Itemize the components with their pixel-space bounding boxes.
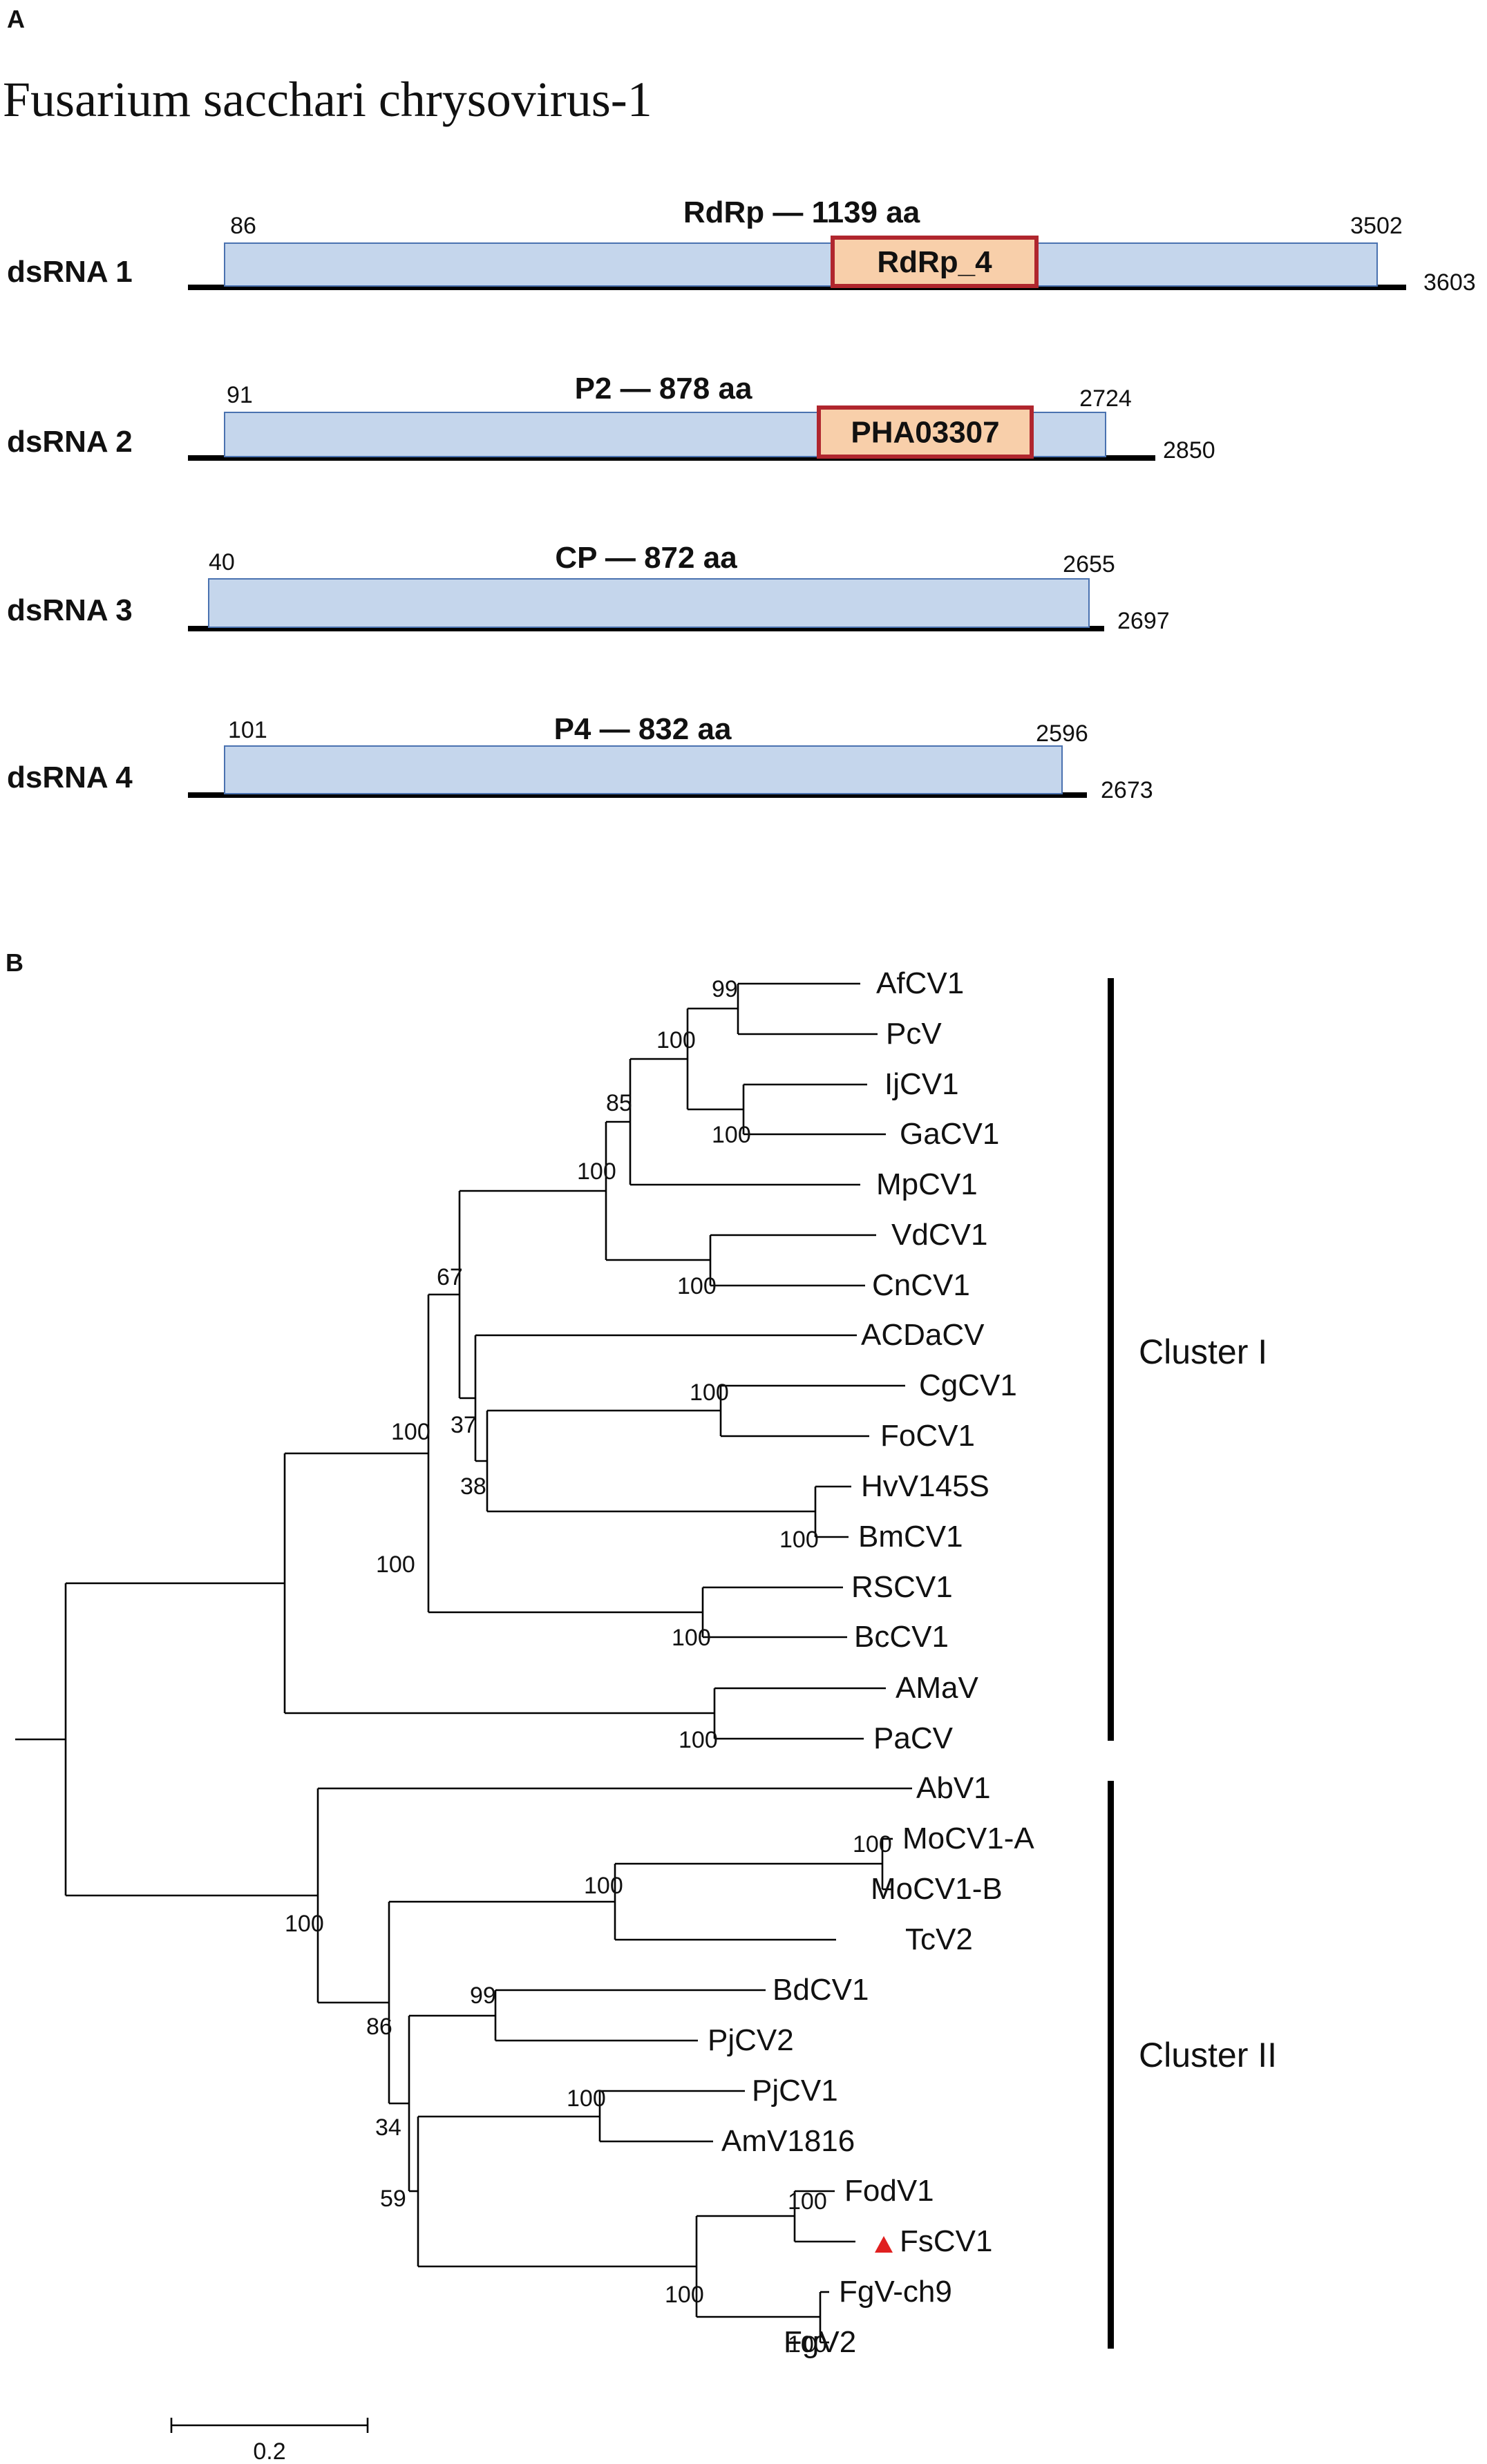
taxon-tcv2: TcV2: [905, 1922, 973, 1956]
taxon-fodv1: FodV1: [844, 2174, 934, 2208]
taxon-hvv145s: HvV145S: [861, 1469, 989, 1503]
bootstrap-value: 100: [567, 2085, 606, 2112]
taxon-gacv1: GaCV1: [900, 1117, 999, 1151]
taxon-bccv1: BcCV1: [854, 1620, 949, 1654]
scale-bar-label: 0.2: [253, 2438, 285, 2464]
bootstrap-value: 99: [470, 1983, 496, 2009]
bootstrap-value: 100: [712, 1122, 751, 1148]
segment-1-name: dsRNA 1: [7, 255, 133, 289]
taxon-fgv2: FgV2: [784, 2325, 856, 2359]
segment-2-end-pos: 2724: [1079, 385, 1132, 412]
taxon-mocv1-a: MoCV1-A: [902, 1822, 1034, 1855]
segment-4-orf-box: [224, 745, 1063, 794]
segment-1-domain-box: [831, 236, 1039, 288]
segment-1-orf-box: [224, 242, 1378, 287]
taxon-pjcv1: PjCV1: [752, 2074, 838, 2108]
taxon-pjcv2: PjCV2: [708, 2023, 794, 2057]
taxon-fgv-ch9: FgV-ch9: [839, 2275, 952, 2309]
taxon-pacv: PaCV: [873, 1721, 954, 1755]
segment-4-length: 2673: [1101, 777, 1153, 803]
segment-1-end-pos: 3502: [1350, 213, 1403, 239]
taxon-cncv1: CnCV1: [872, 1268, 970, 1302]
bootstrap-value: 100: [584, 1873, 623, 1899]
taxon-focv1: FoCV1: [880, 1419, 975, 1453]
taxon-rscv1: RSCV1: [851, 1570, 953, 1604]
bootstrap-value: 34: [375, 2114, 401, 2141]
bootstrap-value: 100: [665, 2282, 704, 2308]
bootstrap-value: 86: [366, 2014, 392, 2040]
segment-3-orf-box: [208, 578, 1090, 628]
taxon-amv1816: AmV1816: [721, 2124, 855, 2158]
segment-1-length: 3603: [1423, 269, 1476, 296]
segment-1-domain-label: RdRp_4: [877, 245, 992, 279]
segment-2-domain-label: PHA03307: [851, 416, 999, 450]
segment-1-orf-label: RdRp — 1139 aa: [683, 195, 920, 229]
bootstrap-value: 38: [460, 1473, 486, 1500]
bootstrap-value: 99: [712, 976, 738, 1002]
taxon-amav: AMaV: [896, 1671, 978, 1705]
cluster-i-label: Cluster I: [1139, 1333, 1267, 1371]
bootstrap-value: 100: [577, 1158, 616, 1185]
fscv1-marker-triangle: [875, 2236, 893, 2253]
segment-3-name: dsRNA 3: [7, 593, 133, 627]
bootstrap-value: 100: [853, 1831, 892, 1857]
segment-2-start-pos: 91: [227, 382, 253, 408]
bootstrap-value: 100: [376, 1551, 415, 1578]
taxon-bmcv1: BmCV1: [858, 1520, 963, 1554]
segment-3-orf-label: CP — 872 aa: [555, 541, 737, 575]
segment-2-length: 2850: [1163, 437, 1215, 464]
taxon-vdcv1: VdCV1: [891, 1218, 987, 1252]
taxon-ijcv1: IjCV1: [884, 1067, 959, 1101]
bootstrap-value: 100: [677, 1273, 717, 1299]
taxon-mocv1-b: MoCV1-B: [871, 1872, 1003, 1906]
taxon-afcv1: AfCV1: [876, 966, 964, 1000]
bootstrap-value: 100: [391, 1419, 430, 1445]
bootstrap-value: 100: [285, 1911, 324, 1937]
taxon-abv1: AbV1: [916, 1771, 991, 1805]
segment-4-start-pos: 101: [228, 717, 267, 743]
cluster-ii-label: Cluster II: [1139, 2036, 1277, 2074]
bootstrap-value: 100: [788, 2331, 827, 2358]
bootstrap-value: 59: [380, 2186, 406, 2212]
bootstrap-value: 100: [672, 1625, 711, 1651]
taxon-mpcv1: MpCV1: [876, 1167, 978, 1201]
taxon-cgcv1: CgCV1: [919, 1368, 1017, 1402]
segment-4-orf-label: P4 — 832 aa: [554, 712, 732, 746]
bootstrap-value: 67: [437, 1264, 463, 1290]
taxon-fscv1: FsCV1: [900, 2224, 992, 2258]
bootstrap-value: 100: [788, 2188, 827, 2215]
bootstrap-value: 37: [451, 1412, 477, 1438]
segment-2-orf-label: P2 — 878 aa: [575, 372, 752, 405]
bootstrap-value: 85: [606, 1090, 632, 1116]
segment-4-name: dsRNA 4: [7, 761, 133, 794]
panel-b-letter: B: [6, 948, 23, 977]
bootstrap-value: 100: [656, 1027, 696, 1053]
taxon-pcv: PcV: [886, 1017, 942, 1051]
panel-a-title: Fusarium sacchari chrysovirus-1: [3, 72, 652, 127]
cluster-ii-bar: [1108, 1781, 1114, 2349]
segment-4-end-pos: 2596: [1036, 720, 1088, 747]
segment-1-start-pos: 86: [230, 213, 256, 239]
taxon-bdcv1: BdCV1: [773, 1973, 869, 2007]
segment-3-length: 2697: [1117, 608, 1170, 634]
bootstrap-value: 100: [679, 1727, 718, 1753]
bootstrap-value: 100: [690, 1379, 729, 1406]
taxon-acdacv: ACDaCV: [861, 1318, 985, 1352]
segment-2-name: dsRNA 2: [7, 425, 133, 459]
bootstrap-value: 100: [779, 1527, 819, 1553]
segment-3-start-pos: 40: [209, 549, 235, 575]
segment-3-end-pos: 2655: [1063, 551, 1115, 577]
segment-2-domain-box: [817, 405, 1034, 459]
cluster-i-bar: [1108, 978, 1114, 1741]
panel-a-letter: A: [7, 5, 25, 33]
